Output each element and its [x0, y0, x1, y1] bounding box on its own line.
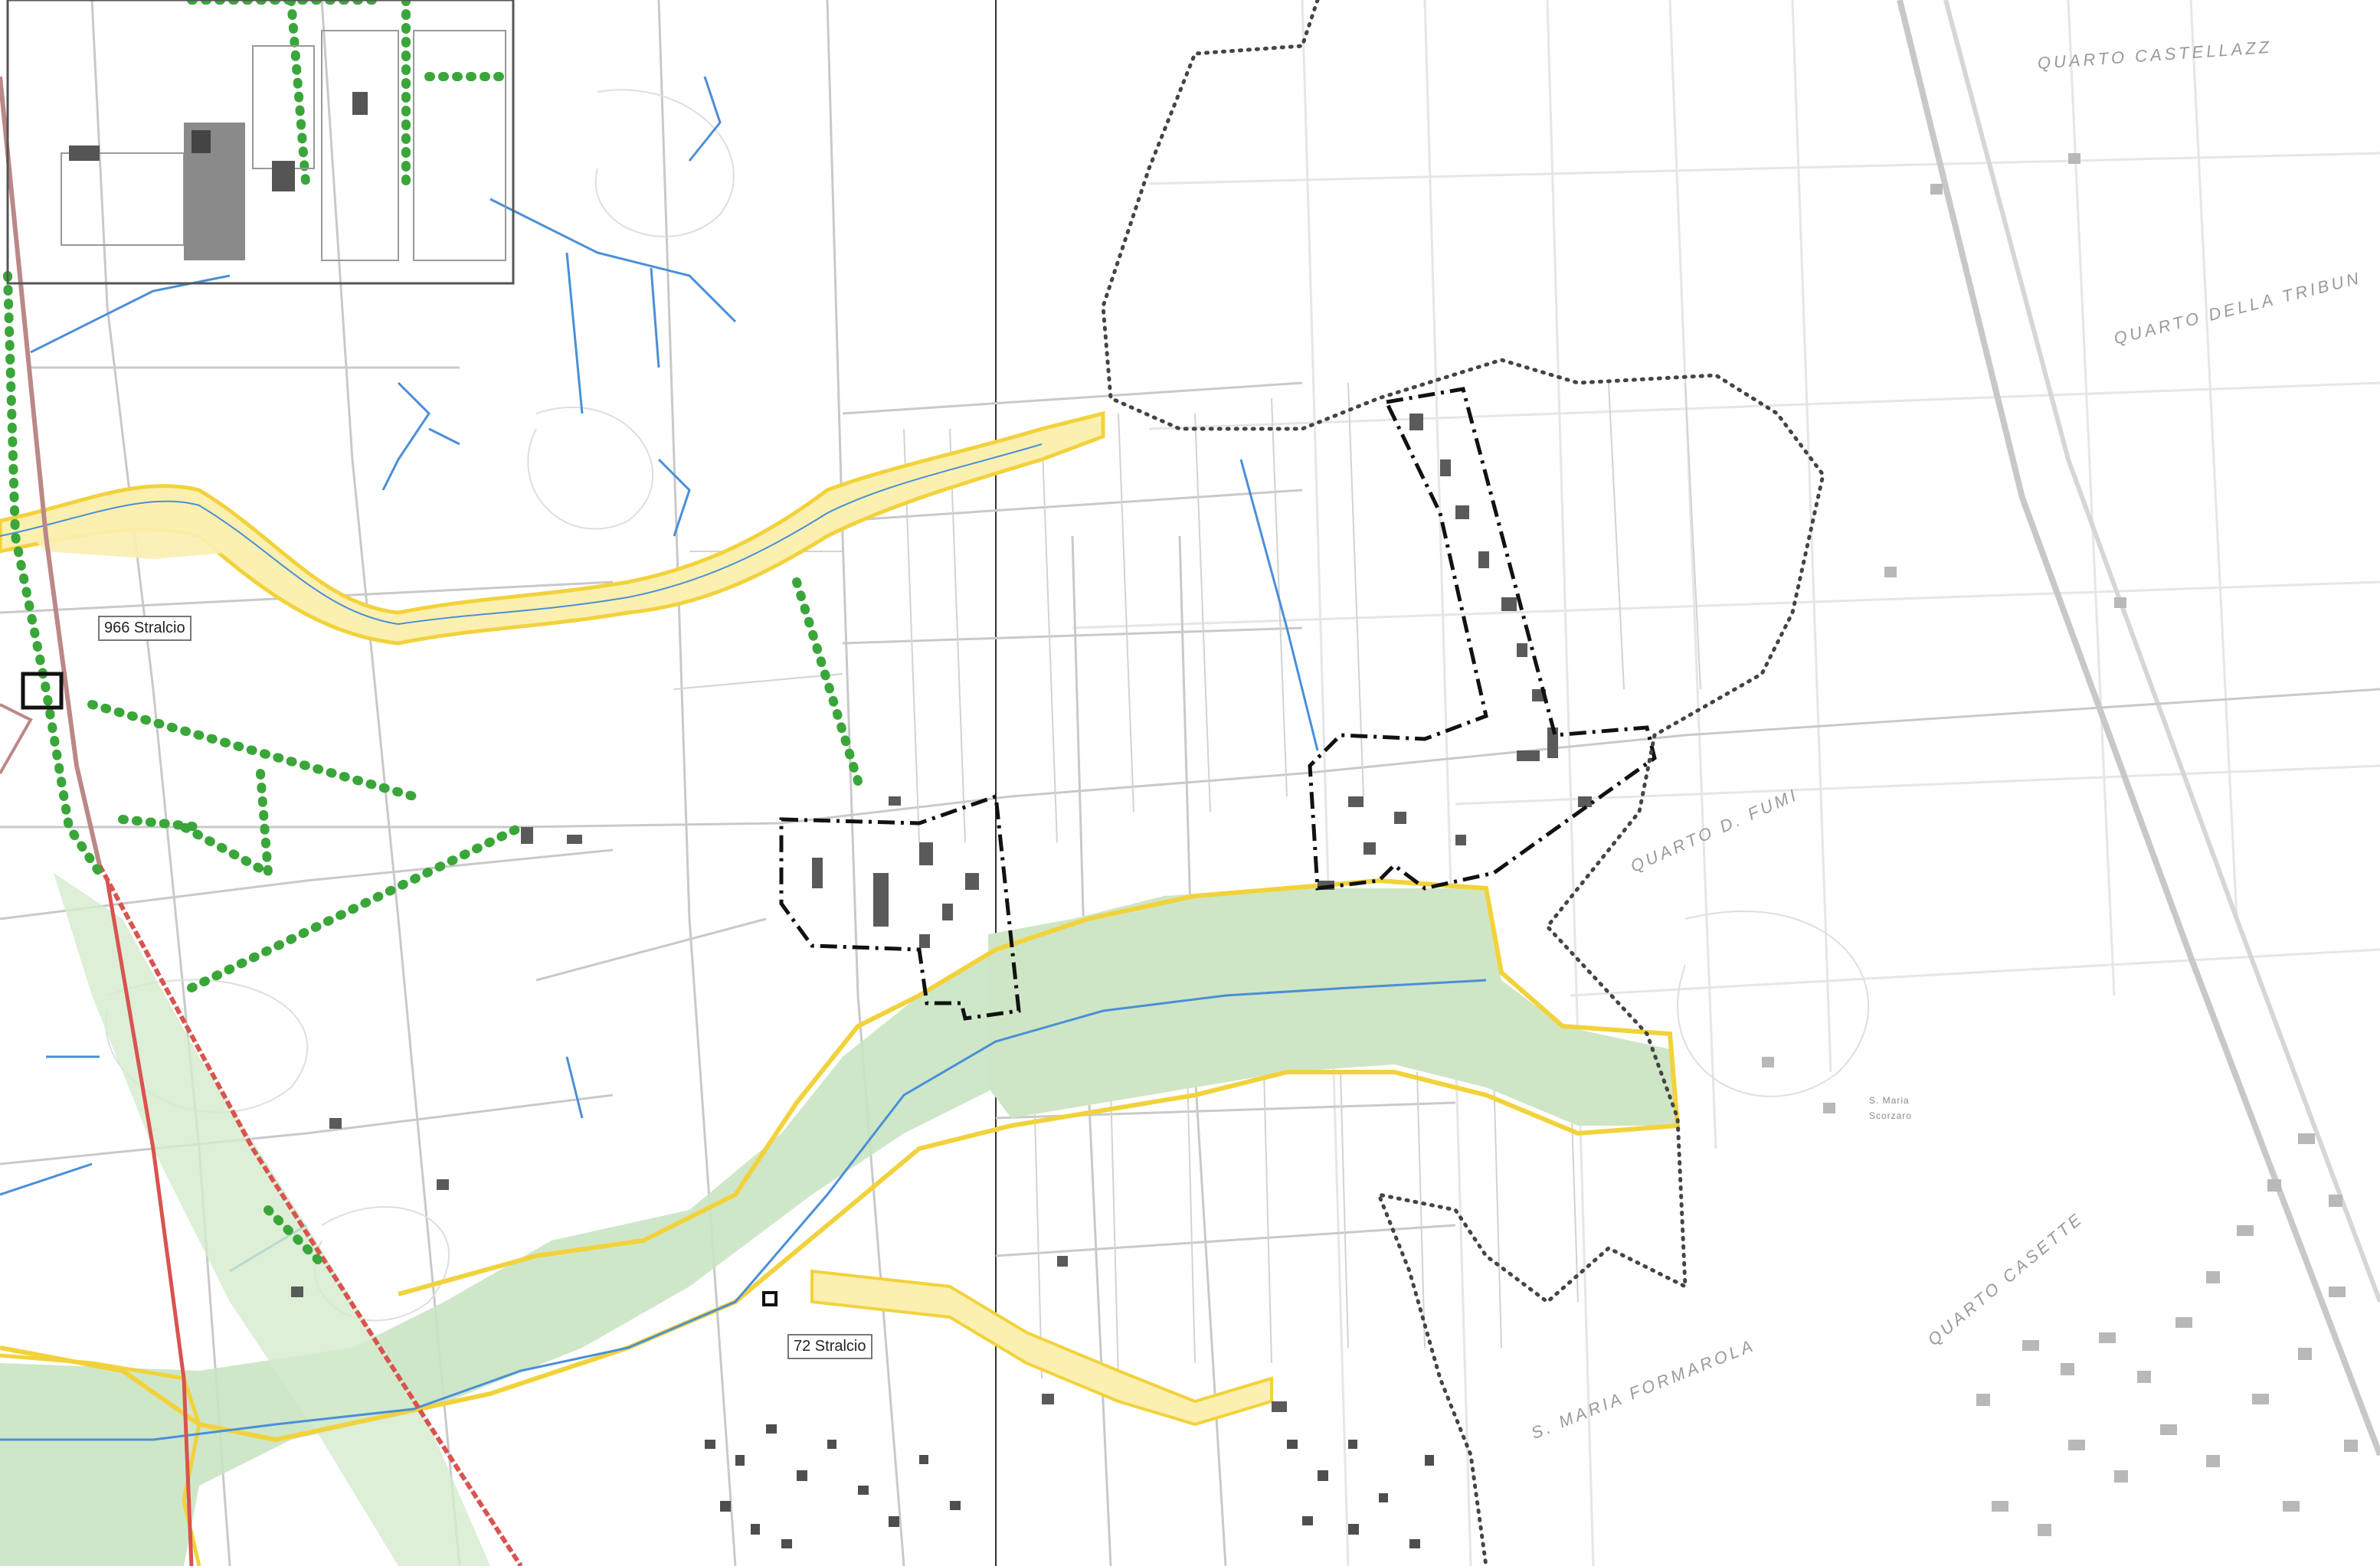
tree-rows [3, 0, 863, 1268]
railway-red [97, 864, 523, 1566]
yellow-outline-river [0, 878, 1681, 1443]
railway-red-west [105, 880, 194, 1566]
dash-dot-boundary-zone [779, 793, 1021, 1021]
marker-square-72 [762, 1291, 778, 1306]
label-72-stralcio: 72 Stralcio [787, 1334, 872, 1359]
highway-west [0, 76, 102, 866]
yellow-outline-southwest [0, 1353, 201, 1566]
parcel-lines [673, 382, 1701, 1379]
green-strip-railway [54, 873, 490, 1566]
marker-square-966 [21, 672, 64, 710]
dotted-municipal-boundary [1101, 0, 1825, 1566]
green-river-corridor [988, 888, 1678, 1126]
railway-east [1897, 0, 2380, 1456]
dash-dot-boundary-north [1308, 387, 1657, 891]
label-966-stralcio: 966 Stralcio [98, 616, 192, 641]
river-main [0, 979, 1487, 1441]
place-s-maria-small: S. Maria [1869, 1095, 1910, 1106]
faint-field-lines [1072, 0, 2380, 1566]
highway-west-2 [0, 703, 33, 774]
place-scorzaro-small: Scorzaro [1869, 1110, 1913, 1121]
yellow-fill-west [23, 505, 245, 559]
green-floodplain-southwest [0, 950, 996, 1566]
buildings-south [705, 1424, 1434, 1548]
urban-block-nw [6, 0, 515, 285]
river-north [0, 443, 1043, 626]
buildings-east-town [1762, 153, 2358, 1536]
yellow-corridor-north [0, 410, 1105, 646]
road-east [1943, 0, 2380, 1303]
